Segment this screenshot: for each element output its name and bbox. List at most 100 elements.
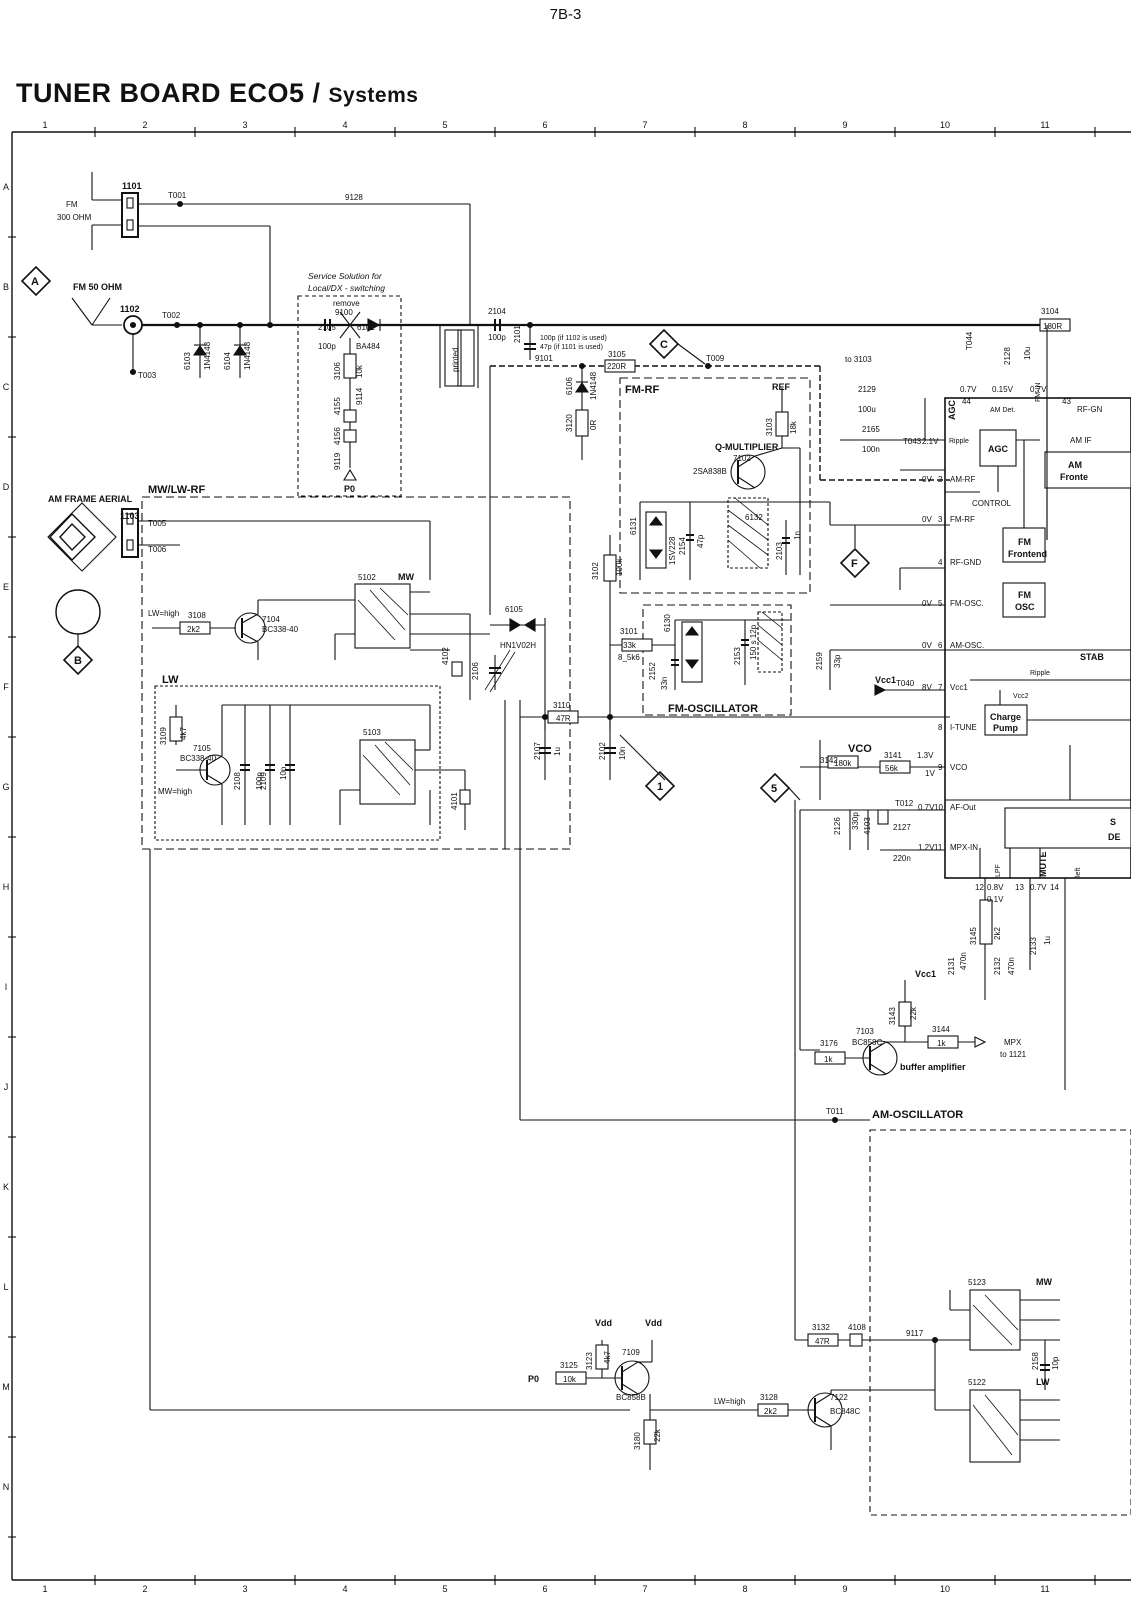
lbl-2133: 2133 [1029,937,1038,955]
lbl-3142v: 180k [834,759,852,768]
ic-v015: 0.15V [992,385,1014,394]
ic-pin9: 9 [938,763,943,772]
lbl-to3103: to 3103 [845,355,872,364]
lbl-4155: 4155 [333,397,342,415]
lbl-6103v: 1N4148 [203,341,212,370]
grid-col-top-6: 6 [542,120,547,130]
lbl-4156: 4156 [333,427,342,445]
ic-mute: MUTE [1038,852,1048,878]
lbl-2104v: 100p [488,333,506,342]
lbl-6105v: HN1V02H [500,641,536,650]
grid-row-D: D [3,482,10,492]
marker-1-text: 1 [657,781,663,793]
ic-pin3: 3 [938,515,943,524]
label-fm-300ohm: 300 OHM [57,213,92,222]
ic-pin6: 6 [938,641,943,650]
grid-row-J: J [4,1082,9,1092]
lbl-5123: 5123 [968,1278,986,1287]
connector-labels: FM 300 OHM FM 50 OHM AM FRAME AERIAL 110… [48,181,142,521]
grid-col-top-10: 10 [940,120,950,130]
ic-pin12: 12 [975,883,984,892]
lbl-3102: 3102 [591,562,600,580]
lbl-3123v: 4k7 [603,1351,612,1364]
label-am-oscillator: AM-OSCILLATOR [872,1109,963,1121]
grid-row-N: N [3,1482,10,1492]
lbl-7104: 7104 [262,615,280,624]
lbl-7122v: BC848C [830,1407,860,1416]
lbl-vcc1-b: Vcc1 [915,969,936,979]
lbl-2126: 2126 [833,817,842,835]
marker-f [839,547,871,579]
lbl-9117: 9117 [906,1329,924,1338]
lbl-3176: 3176 [820,1039,838,1048]
lbl-2131: 2131 [947,957,956,975]
ic-pin13: 13 [1015,883,1024,892]
fm-oscillator-section [603,535,792,730]
ic-pin-am-osc: AM-OSC. [950,641,984,650]
ic-pin-vco: VCO [950,763,967,772]
ic-am-det: AM Det. [990,407,1015,414]
label-am-frame-aerial: AM FRAME AERIAL [48,494,133,504]
tuner-ic-block [799,397,1131,1090]
lbl-2101: 2101 [513,325,522,343]
lbl-2152: 2152 [648,662,657,680]
grid-col-bottom-7: 7 [642,1584,647,1594]
lbl-3101: 3101 [620,627,638,636]
lbl-6105: 6105 [505,605,523,614]
lbl-3110v: 47R [556,714,571,723]
ic-pump: Pump [993,723,1019,733]
lbl-6106: 6106 [565,377,574,395]
lbl-3104v: 180R [1043,322,1062,331]
ic-pin14: 14 [1050,883,1059,892]
lbl-6131: 6131 [629,517,638,535]
lbl-buffer: buffer amplifier [900,1062,966,1072]
mw-lw-rf-section [47,496,571,850]
tp-t003: T003 [138,371,157,380]
lbl-3101v: 33k [623,641,637,650]
lbl-6104v: 1N4148 [243,341,252,370]
lbl-2153v: 150 s 12p [749,624,758,660]
lbl-2108v: 100p [255,772,264,790]
lbl-9100: 9100 [335,308,353,317]
label-1101: 1101 [122,181,142,191]
label-vco: VCO [848,743,872,755]
lbl-3145v: 2k2 [993,927,1002,940]
ic-vcc2: Vcc2 [1013,693,1029,700]
page-title: TUNER BOARD ECO5 / Systems [16,78,418,109]
ic-pin-am-rf: AM-RF [950,475,975,484]
lbl-2158: 2158 [1031,1352,1040,1370]
lbl-2102: 2102 [598,742,607,760]
lbl-3104: 3104 [1041,307,1059,316]
lbl-vdd-1: Vdd [595,1318,612,1328]
page-number: 7B-3 [549,6,582,23]
marker-c-text: C [660,339,668,351]
grid-row-I: I [5,982,8,992]
grid-row-L: L [3,1282,8,1292]
lbl-lwhigh-b: LW=high [714,1397,745,1406]
grid-col-bottom-2: 2 [142,1584,147,1594]
lbl-2127v: 220n [893,854,911,863]
lbl-v13: 1.3V [917,751,934,760]
ic-labels: AGC AM Det. FM-IN RF-GN AGC AM IF AM Fro… [918,383,1121,904]
lbl-3144: 3144 [932,1025,950,1034]
lbl-3180: 3180 [633,1432,642,1450]
marker-b-text: B [74,655,82,667]
marker-c [648,328,706,365]
lbl-2159v: 33p [833,654,842,668]
lbl-2165: 2165 [862,425,880,434]
tp-t006: T006 [148,545,167,554]
lbl-4102: 4102 [441,647,450,665]
ic-v08: 0.8V [987,883,1004,892]
title-main: TUNER BOARD ECO5 / [16,78,321,108]
grid-row-A: A [3,182,9,192]
ic-pin11: 11 [934,843,943,852]
grid-col-top-3: 3 [242,120,247,130]
ic-pin10: 10 [934,803,943,812]
marker-a-text: A [31,276,39,288]
grid-row-C: C [3,382,10,392]
grid-col-bottom-5: 5 [442,1584,447,1594]
lbl-9114: 9114 [355,387,364,405]
grid-col-top-7: 7 [642,120,647,130]
grid-col-bottom-4: 4 [342,1584,347,1594]
